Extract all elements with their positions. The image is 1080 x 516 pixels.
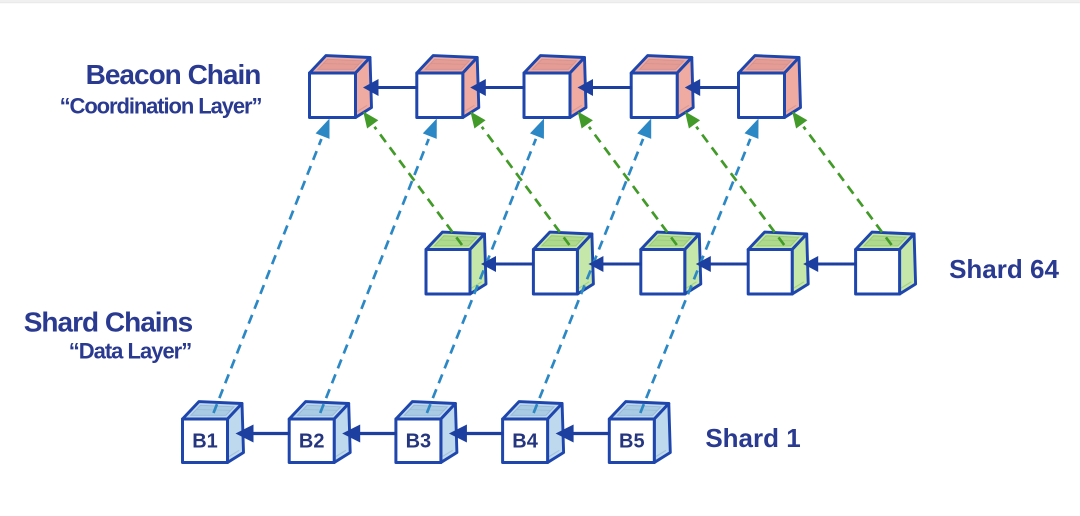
svg-text:“Data Layer”: “Data Layer” xyxy=(69,339,192,364)
svg-text:Shard 1: Shard 1 xyxy=(705,423,800,453)
svg-text:Beacon Chain: Beacon Chain xyxy=(86,59,261,90)
svg-text:B5: B5 xyxy=(619,431,645,453)
svg-text:B2: B2 xyxy=(299,431,325,453)
svg-text:B3: B3 xyxy=(406,431,432,453)
svg-text:B1: B1 xyxy=(192,431,218,453)
svg-text:Shard Chains: Shard Chains xyxy=(24,307,193,338)
svg-text:B4: B4 xyxy=(512,431,538,453)
svg-text:Shard 64: Shard 64 xyxy=(949,254,1059,284)
svg-text:“Coordination Layer”: “Coordination Layer” xyxy=(60,94,262,119)
